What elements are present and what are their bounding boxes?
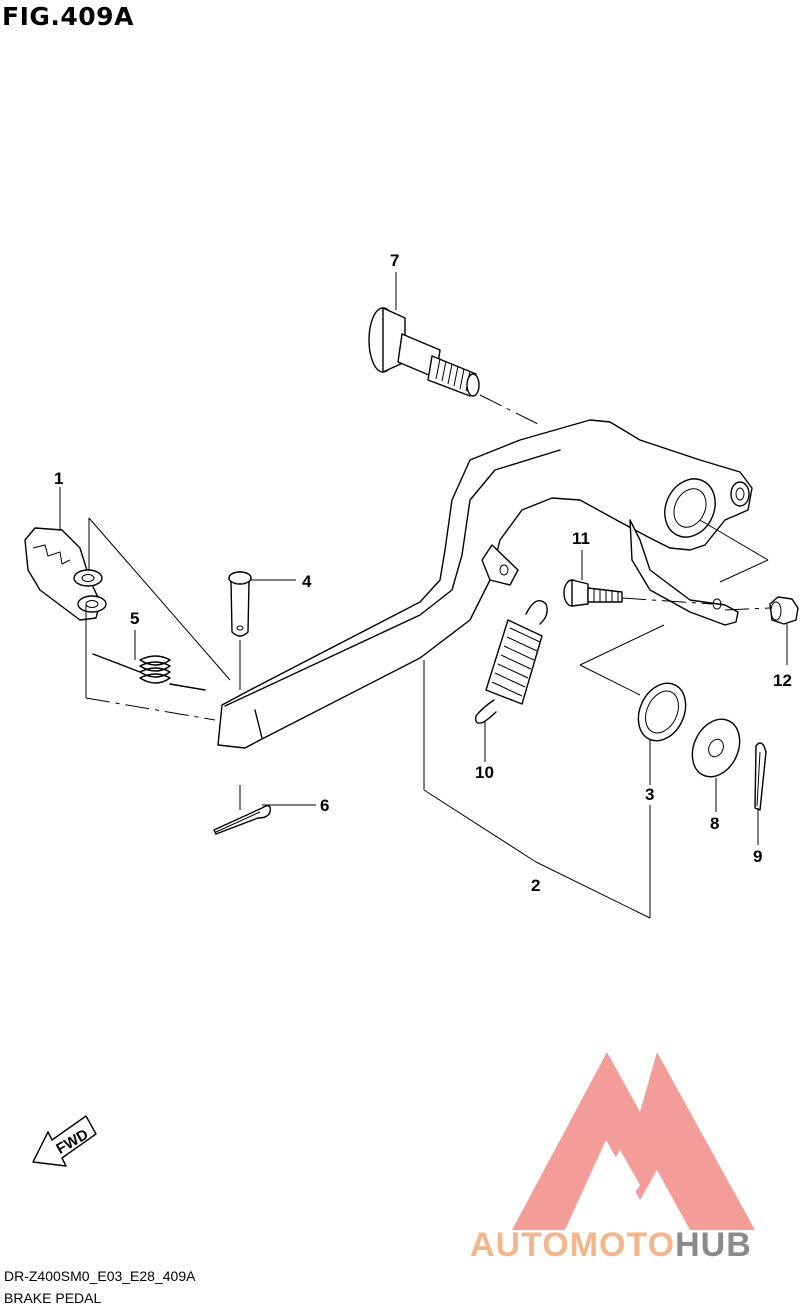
brake-pedal-arm [217, 419, 753, 749]
callout-11: 11 [572, 529, 590, 548]
callout-4: 4 [302, 572, 312, 591]
watermark-logo [512, 1052, 755, 1230]
clevis-pin [228, 571, 252, 637]
drawing-code: DR-Z400SM0_E03_E28_409A [4, 1268, 196, 1284]
callout-10: 10 [475, 763, 494, 782]
leader-lines [59, 272, 788, 919]
nut [769, 596, 799, 625]
return-spring [474, 600, 548, 724]
callout-2: 2 [531, 876, 540, 895]
cotter-pin-large [754, 742, 767, 811]
torsion-spring [92, 653, 206, 691]
washer [691, 718, 741, 778]
watermark-word-auto: AUTO [470, 1226, 570, 1264]
pivot-bolt [368, 307, 480, 397]
callout-12: 12 [773, 671, 792, 690]
callout-6: 6 [320, 796, 329, 815]
spring-bolt [563, 579, 623, 607]
pedal-end-bracket [24, 527, 107, 621]
callout-5: 5 [130, 609, 139, 628]
callout-3: 3 [645, 785, 654, 804]
callout-8: 8 [710, 814, 719, 833]
watermark-word-hub: HUB [675, 1226, 752, 1264]
callout-9: 9 [753, 847, 762, 866]
figure-title: FIG.409A [2, 2, 134, 31]
oil-seal [637, 682, 687, 742]
forward-arrow [32, 1115, 97, 1167]
watermark-word-moto: MOTO [569, 1226, 676, 1264]
watermark-text: AUTOMOTOHUB [470, 1226, 752, 1265]
drawing-name: BRAKE PEDAL [4, 1290, 102, 1306]
callout-1: 1 [54, 469, 63, 488]
callout-7: 7 [390, 251, 399, 270]
cotter-pin-small [213, 805, 272, 835]
